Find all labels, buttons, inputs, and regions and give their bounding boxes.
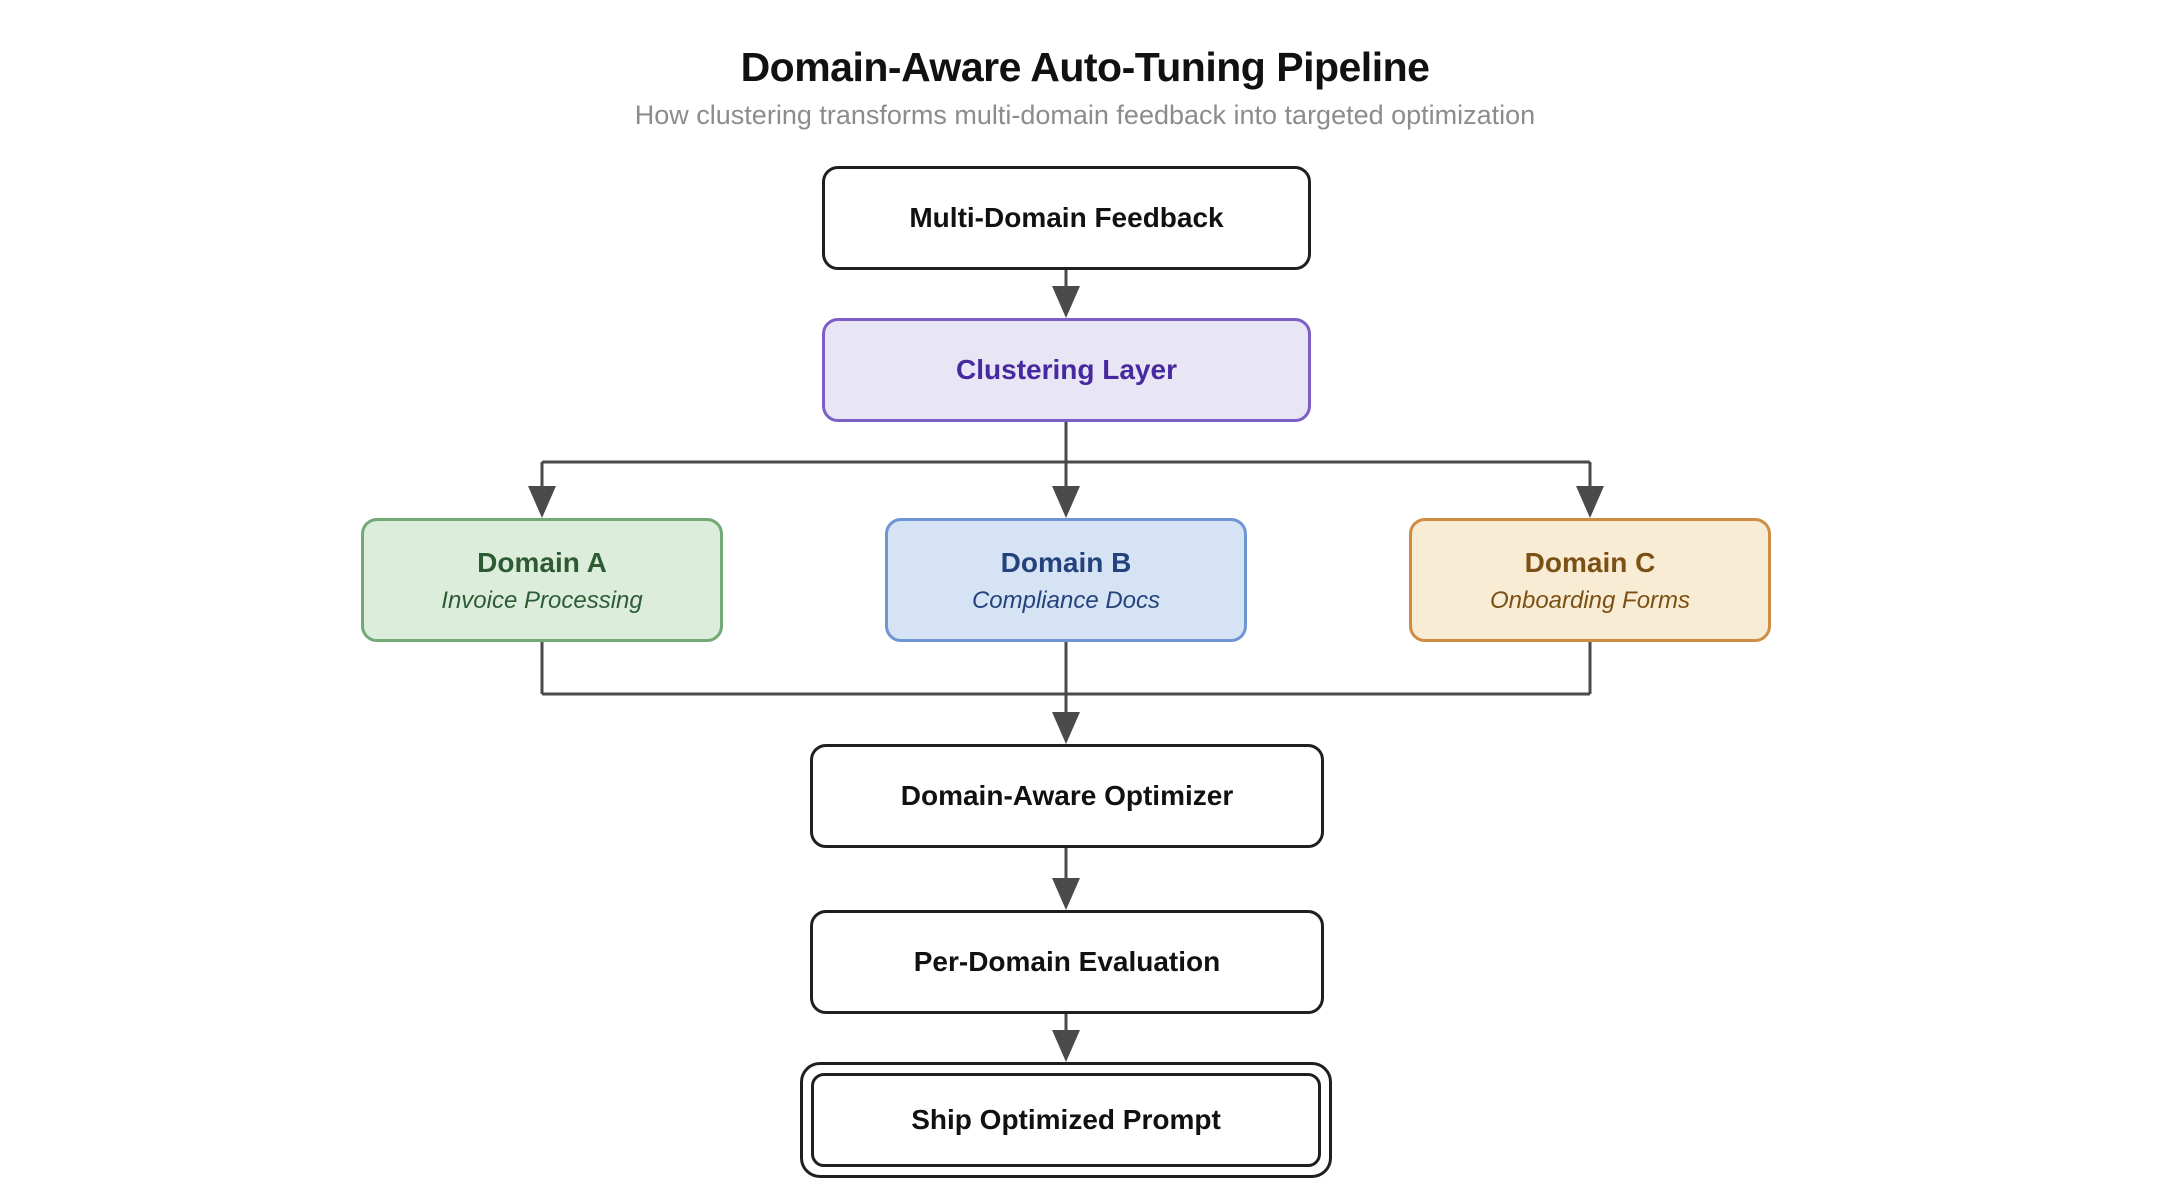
node-sublabel: Compliance Docs bbox=[971, 587, 1161, 615]
node-domain-c: Domain C Onboarding Forms bbox=[1409, 518, 1771, 642]
arrowhead-into-domain-a bbox=[528, 486, 556, 518]
arrowhead-into-domain-b bbox=[1052, 486, 1080, 518]
node-sublabel: Onboarding Forms bbox=[1489, 587, 1691, 615]
arrowhead-into-domain-c bbox=[1576, 486, 1604, 518]
node-label: Domain C bbox=[1524, 546, 1656, 578]
node-label: Per-Domain Evaluation bbox=[913, 946, 1221, 978]
edge-arrowheads bbox=[528, 286, 1604, 1062]
node-per-domain-evaluation: Per-Domain Evaluation bbox=[810, 910, 1324, 1014]
node-label: Clustering Layer bbox=[956, 354, 1177, 386]
arrowhead-into-evaluation bbox=[1052, 878, 1080, 910]
edge-lines bbox=[540, 270, 1592, 1034]
node-label: Domain-Aware Optimizer bbox=[900, 780, 1234, 812]
node-domain-b: Domain B Compliance Docs bbox=[885, 518, 1247, 642]
node-multi-domain-feedback: Multi-Domain Feedback bbox=[822, 166, 1311, 270]
node-ship-inner-border: Ship Optimized Prompt bbox=[811, 1073, 1321, 1167]
node-label: Domain B bbox=[1000, 546, 1132, 578]
node-label: Domain A bbox=[477, 546, 607, 578]
node-domain-aware-optimizer: Domain-Aware Optimizer bbox=[810, 744, 1324, 848]
node-domain-a: Domain A Invoice Processing bbox=[361, 518, 723, 642]
node-label: Ship Optimized Prompt bbox=[911, 1104, 1221, 1135]
page-title: Domain-Aware Auto-Tuning Pipeline bbox=[740, 44, 1430, 90]
arrowhead-into-optimizer bbox=[1052, 712, 1080, 744]
arrowhead-into-clustering bbox=[1052, 286, 1080, 318]
arrowhead-into-ship bbox=[1052, 1030, 1080, 1062]
node-ship-optimized-prompt: Ship Optimized Prompt bbox=[800, 1062, 1332, 1178]
node-label: Multi-Domain Feedback bbox=[909, 202, 1224, 234]
page-subtitle: How clustering transforms multi-domain f… bbox=[634, 100, 1536, 130]
node-sublabel: Invoice Processing bbox=[441, 587, 643, 615]
node-clustering-layer: Clustering Layer bbox=[822, 318, 1311, 422]
